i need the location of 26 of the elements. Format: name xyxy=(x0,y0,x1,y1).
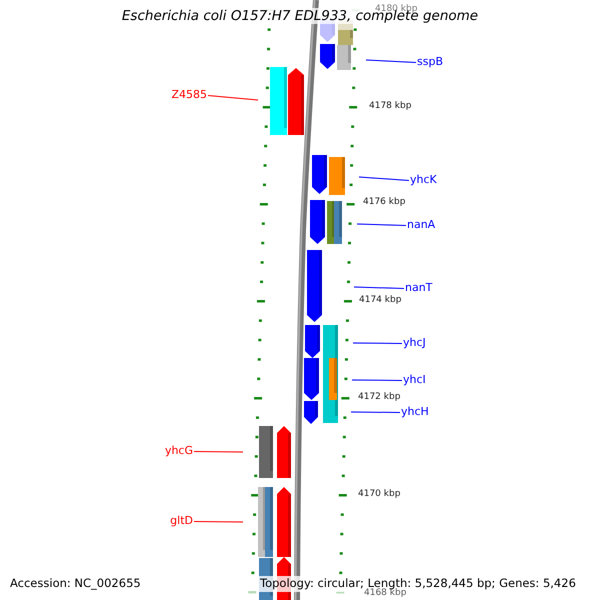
leader-line xyxy=(356,224,406,226)
gene-label: yhcK xyxy=(410,174,437,185)
leader-line xyxy=(194,451,244,452)
leader-line xyxy=(352,342,402,344)
leader-line xyxy=(352,380,402,381)
scale-label: 4178 kbp xyxy=(369,102,412,111)
scale-label: 4172 kbp xyxy=(358,393,400,402)
gene-label: yhcI xyxy=(403,374,426,385)
leader-line xyxy=(358,176,410,181)
gene-label: Z4585 xyxy=(171,89,207,100)
gene-label: yhcH xyxy=(401,406,429,417)
leader-line xyxy=(354,286,404,289)
leader-line xyxy=(208,95,258,100)
leader-line xyxy=(194,521,244,522)
leader-line xyxy=(350,412,400,413)
scale-label: 4176 kbp xyxy=(363,198,406,207)
gene-label: yhcG xyxy=(164,445,193,456)
gene-label: nanT xyxy=(405,282,432,293)
leader-line xyxy=(366,60,416,63)
scale-label: 4170 kbp xyxy=(358,490,400,499)
gene-label: yhcJ xyxy=(403,337,426,348)
gene-label: gltD xyxy=(170,515,193,526)
footer-text: Accession: NC_002655 xyxy=(8,576,143,592)
gene-label: sspB xyxy=(417,56,443,67)
gene-label: nanA xyxy=(407,219,436,230)
scale-label: 4174 kbp xyxy=(359,296,402,305)
